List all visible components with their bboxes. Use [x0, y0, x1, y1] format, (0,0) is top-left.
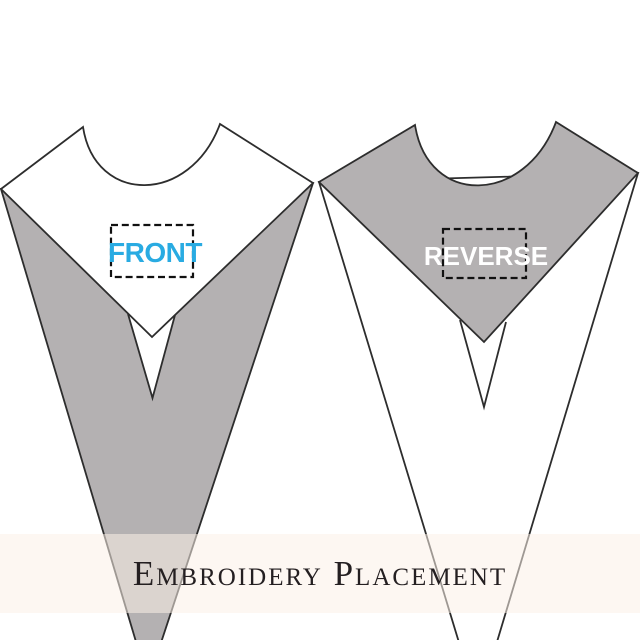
page-title: Embroidery Placement — [132, 553, 508, 593]
reverse-stole-panel-shape — [317, 120, 640, 344]
title-banner: Embroidery Placement — [0, 534, 640, 613]
reverse-label: REVERSE — [424, 241, 548, 271]
front-placement-box — [109, 223, 195, 279]
front-stole-panel-shape — [0, 122, 315, 339]
reverse-stole-tail-gap — [459, 319, 507, 411]
front-stole-tail-gap — [127, 313, 176, 402]
reverse-placement-box — [441, 227, 528, 280]
front-stole: FRONT — [0, 122, 315, 640]
reverse-stole-tails-shape — [317, 172, 640, 640]
reverse-stole: REVERSE — [317, 120, 640, 640]
front-label: FRONT — [108, 237, 202, 268]
